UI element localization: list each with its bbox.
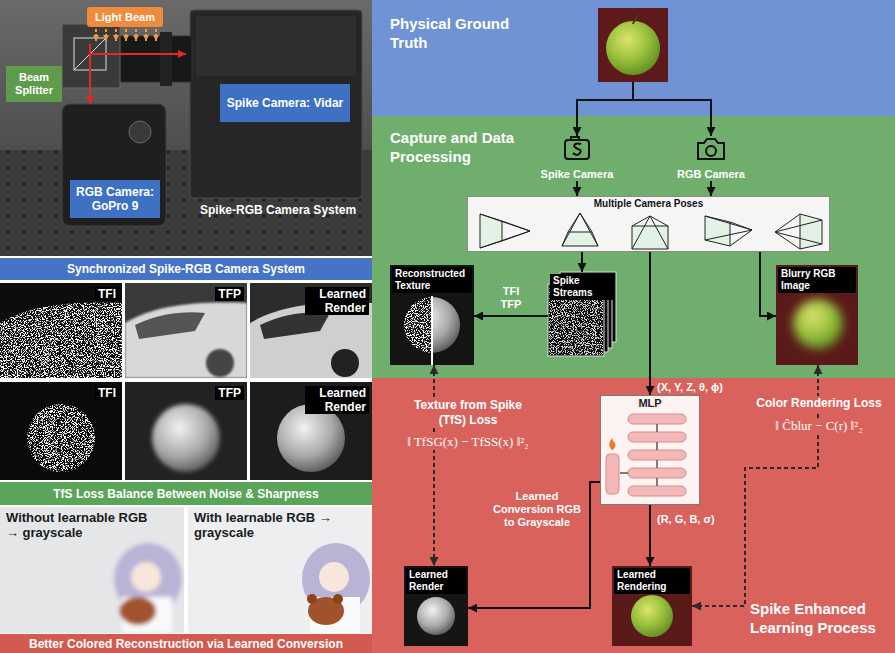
node-text: MLP [601, 397, 699, 410]
node-text: RGB Camera [677, 168, 745, 181]
caption-band: Synchronized Spike-RGB Camera System [0, 258, 372, 280]
node-text: Blurry RGB Image [778, 267, 856, 293]
note-label: ‖ TfSG(x) − TfSS(x) ‖²₂ [392, 434, 544, 450]
caption-band: Better Colored Reconstruction via Learne… [0, 634, 372, 653]
image-box: Reconstructed Texture [390, 265, 474, 365]
panel-grounds [372, 0, 895, 653]
node-text: Better Colored Reconstruction via Learne… [29, 637, 343, 651]
note-label: ‖ Ĉblur − C(r) ‖²₂ [748, 418, 890, 434]
node-text: Capture and Data Processing [390, 128, 540, 166]
camera-icon-node: Spike Camera [537, 136, 617, 181]
image-box: Spike Streams [548, 272, 616, 356]
node-text: RGB Camera: GoPro 9 [70, 185, 160, 213]
ground-truth-apple [598, 8, 668, 82]
node-text: Spike Streams [550, 274, 614, 300]
image-box: Learned Render [404, 566, 468, 646]
image-box: Blurry RGB Image [776, 265, 858, 365]
rgb-camera-tag: RGB Camera: GoPro 9 [70, 180, 160, 218]
spike-camera-tag: Spike Camera: Vidar [220, 84, 350, 122]
flow-arrow [710, 181, 712, 196]
colored-reconstruction [0, 507, 372, 633]
image-box: Learned Rendering [612, 566, 692, 646]
note-label: Texture from Spike (TfS) Loss [400, 398, 536, 428]
node-text: Multiple Camera Poses [468, 198, 829, 210]
edge-label: TFI TFP [494, 285, 528, 311]
camera-icon-node: RGB Camera [671, 136, 751, 181]
node-text: Synchronized Spike-RGB Camera System [67, 262, 305, 276]
flow-arrow [649, 505, 651, 566]
mlp-layers [600, 395, 700, 505]
flow-arrow [468, 482, 600, 608]
node-text: TfS Loss Balance Between Noise & Sharpne… [53, 487, 318, 501]
node-text: Spike Camera [541, 168, 614, 181]
edge-label: (R, G, B, σ) [657, 513, 757, 526]
flow-arrow [474, 315, 548, 317]
note-label: Without learnable RGB → grayscale [6, 510, 156, 540]
node-text: Spike Enhanced Learning Process [750, 599, 885, 637]
flow-arrow [576, 181, 578, 196]
node-text: Learned Rendering [614, 568, 690, 594]
note-label: Learned Render [305, 386, 369, 414]
edge-label: Learned Conversion RGB to Grayscale [488, 490, 586, 529]
camera-photo [0, 0, 372, 256]
split-line [577, 82, 711, 116]
reconstructed-texture-image [390, 265, 474, 365]
spike-stream-frames [548, 272, 616, 356]
learned-render-image [404, 566, 468, 646]
note-label: Learned Render [305, 287, 369, 315]
flow-arrow [649, 252, 651, 395]
poses-box: Multiple Camera Poses [467, 196, 830, 252]
node-text: Reconstructed Texture [392, 267, 472, 293]
node-text: Spike Camera: Vidar [227, 96, 344, 110]
blurry-rgb-image [776, 265, 858, 365]
node-text: Physical Ground Truth [390, 14, 515, 52]
mlp-box: MLP [600, 395, 700, 505]
section-panel: Capture and Data ProcessingSpike CameraR… [372, 116, 895, 378]
node-text: Light Beam [95, 11, 155, 24]
note-label: Spike-RGB Camera System [200, 203, 365, 217]
light-beam-tag: Light Beam [87, 7, 163, 27]
note-label: TFI [95, 287, 119, 301]
camera-icons [565, 137, 724, 159]
flow-arrow [760, 252, 776, 316]
section-panel: Physical Ground Truth [372, 0, 895, 116]
note-label: TFI [95, 386, 119, 400]
note-label: With learnable RGB → grayscale [194, 510, 344, 540]
loss-connector [433, 365, 435, 566]
flow-arrow [581, 252, 583, 272]
node-text: Beam Splitter [6, 71, 62, 97]
beam-splitter-tag: Beam Splitter [6, 66, 62, 102]
note-label: TFP [215, 386, 244, 400]
flow-arrow [576, 116, 578, 136]
camera-poses [467, 196, 830, 252]
node-text: Learned Render [406, 568, 466, 594]
edge-label: (X, Y, Z, θ, ϕ) [657, 381, 757, 394]
note-label: Color Rendering Loss [748, 396, 890, 411]
tfi-tfp-comparison [0, 283, 372, 480]
caption-band: TfS Loss Balance Between Noise & Sharpne… [0, 482, 372, 505]
note-label: TFP [215, 287, 244, 301]
flow-arrow [710, 116, 712, 136]
learned-rendering-image [612, 566, 692, 646]
